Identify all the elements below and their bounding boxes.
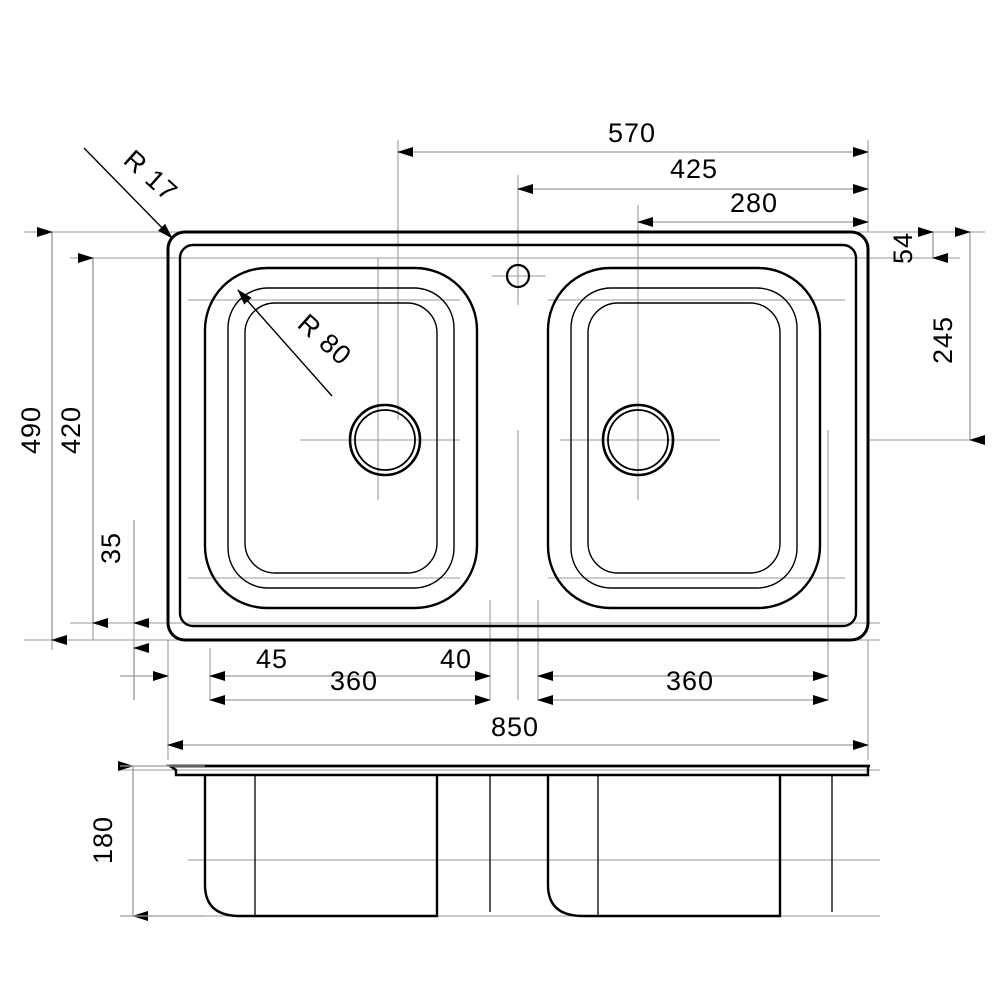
faucet-hole (505, 263, 531, 289)
radius-leaders (83, 147, 333, 397)
left-drain (348, 403, 422, 477)
dim-label-180: 180 (88, 816, 118, 864)
right-bowl-base (587, 302, 781, 574)
dim-label-425: 425 (670, 154, 718, 184)
right-bowl-shelf (570, 287, 798, 589)
dim-label-35: 35 (96, 532, 126, 564)
right-bowl-outer (546, 266, 822, 610)
dim-label-360-left: 360 (330, 666, 378, 696)
left-bowl-base (244, 302, 438, 574)
elevation-right-bowl (546, 775, 782, 918)
dim-label-490: 490 (16, 406, 46, 454)
dim-label-245: 245 (928, 316, 958, 364)
radius-label-r17: R 17 (118, 144, 183, 207)
dim-label-850: 850 (491, 712, 539, 742)
front-elevation-geometry (166, 764, 870, 918)
left-drain-inner (354, 409, 416, 471)
sink-outer-rim (166, 230, 870, 642)
right-drain (601, 403, 675, 477)
leader-r80 (237, 289, 333, 397)
sink-inner-rim (178, 243, 858, 628)
dimension-lines (37, 147, 985, 921)
left-bowl-shelf (227, 287, 455, 589)
dim-label-570: 570 (608, 118, 656, 148)
dim-label-40: 40 (440, 644, 472, 674)
dim-label-360-right: 360 (666, 666, 714, 696)
top-view-geometry (166, 230, 870, 642)
right-drain-inner (607, 409, 669, 471)
dimension-labels: 570 425 280 54 245 490 420 35 45 360 40 … (16, 118, 958, 864)
dim-label-45: 45 (256, 644, 288, 674)
elevation-left-bowl (203, 775, 439, 918)
dim-label-280: 280 (730, 188, 778, 218)
dim-label-420: 420 (56, 406, 86, 454)
leader-r17 (83, 147, 173, 239)
left-bowl-outer (203, 266, 479, 610)
dim-label-54: 54 (888, 232, 918, 264)
